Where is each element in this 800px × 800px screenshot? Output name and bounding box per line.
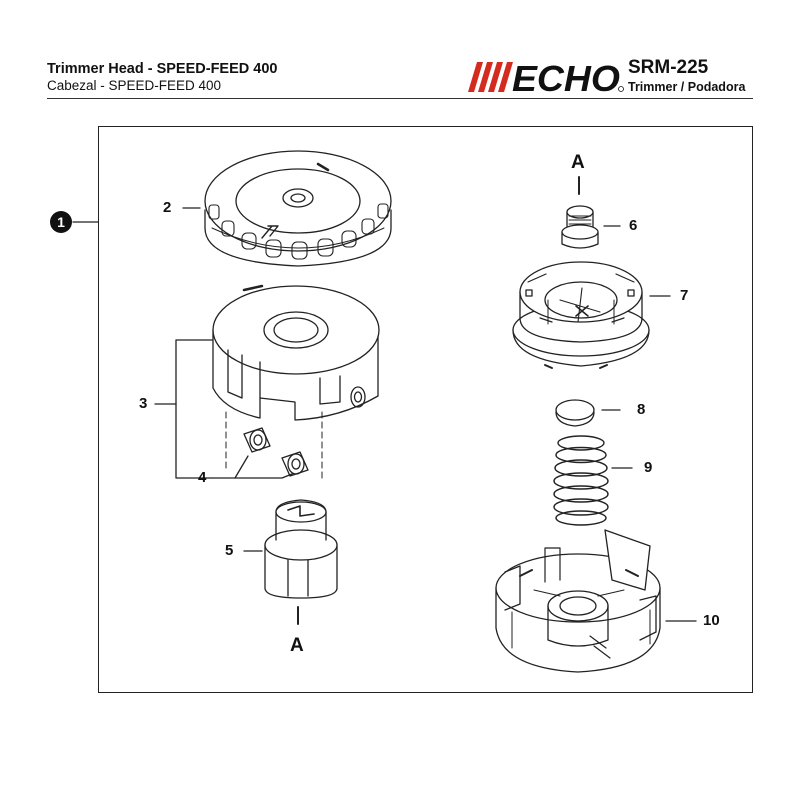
echo-logo: ECHO — [468, 60, 626, 94]
page-title: Trimmer Head - SPEED-FEED 400 — [47, 61, 278, 77]
callout-9: 9 — [644, 459, 653, 476]
callout-10: 10 — [703, 612, 720, 629]
callout-5: 5 — [225, 542, 234, 559]
part-10-outer-shell — [495, 529, 661, 673]
callout-7: 7 — [680, 287, 689, 304]
part-3-housing — [212, 284, 380, 421]
part-2-spool-cap — [204, 150, 392, 267]
callout-8: 8 — [637, 401, 646, 418]
diagram-frame — [98, 126, 753, 693]
part-9-spring — [553, 435, 609, 526]
ref-letter-bottom: A — [290, 635, 304, 656]
callout-3: 3 — [139, 395, 148, 412]
ref-letter-top: A — [571, 152, 585, 173]
model-description: Trimmer / Podadora — [628, 80, 746, 94]
part-5-adapter — [264, 499, 338, 599]
callout-6: 6 — [629, 217, 638, 234]
assembly-number-badge: 1 — [50, 211, 72, 233]
part-8-cap — [555, 399, 595, 427]
model-number: SRM-225 — [628, 57, 709, 78]
part-7-spool — [512, 261, 650, 369]
echo-logo-wordmark: ECHO — [512, 60, 620, 94]
part-6-bolt — [561, 205, 599, 249]
callout-2: 2 — [163, 199, 172, 216]
callout-4: 4 — [198, 469, 207, 486]
header-divider — [47, 98, 753, 99]
page-subtitle: Cabezal - SPEED-FEED 400 — [47, 78, 222, 93]
part-4-eyelets — [243, 427, 309, 477]
